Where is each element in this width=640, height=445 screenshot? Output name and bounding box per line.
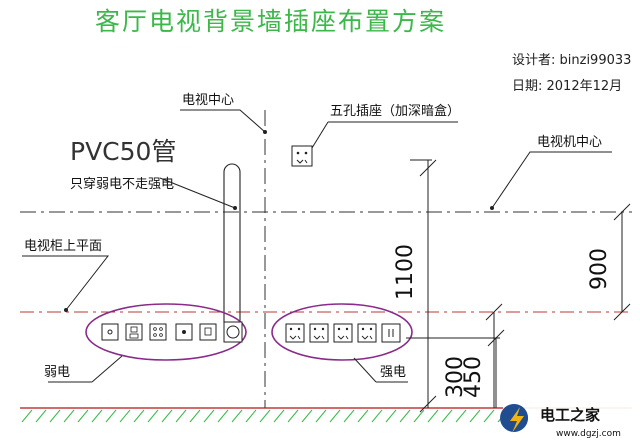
socket-hole-icon: [296, 151, 300, 155]
phone-port-icon: [204, 327, 212, 336]
dim-300-label: 300: [443, 356, 468, 398]
diagram-title: 客厅电视背景墙插座布置方案: [95, 7, 446, 36]
coax-port-icon: [107, 329, 113, 335]
watermark-name: 电工之家: [540, 406, 600, 424]
strong-socket: [309, 323, 329, 343]
tv-center-leader-dot: [263, 130, 267, 134]
site-watermark: 电工之家 www.dgzj.com: [500, 396, 638, 442]
network-port-icon: [130, 326, 138, 333]
designer-label: 设计者: binzi99033: [512, 53, 631, 68]
upper-five-hole-socket: [291, 145, 313, 167]
dim-900-label: 900: [587, 248, 612, 290]
tv-set-center-leader: [491, 151, 612, 209]
socket-leader: [311, 121, 329, 149]
date-label: 日期: 2012年12月: [512, 79, 622, 94]
dimension-1100: 1100: [393, 159, 437, 413]
dimension-450: 450: [406, 329, 505, 408]
dimension-300: 300: [443, 303, 503, 408]
strong-socket: [333, 323, 353, 343]
weak-socket-audio: [149, 323, 167, 341]
strong-current-leader: [353, 357, 377, 383]
pvc-leader: [159, 177, 236, 209]
weak-current-leader: [91, 355, 123, 383]
pvc-pipe: [223, 163, 241, 323]
network-port-icon: [129, 333, 139, 339]
pvc-note-label: 只穿弱电不走强电: [70, 176, 174, 192]
strong-current-group: [271, 303, 413, 361]
audio-port-icon: [159, 327, 163, 331]
weak-current-label: 弱电: [44, 365, 70, 380]
socket-hole-icon: [304, 151, 308, 155]
pipe-outlet-icon: [226, 325, 240, 339]
weak-current-sockets: [101, 321, 243, 343]
tv-center-label: 电视中心: [182, 93, 234, 108]
strong-socket: [381, 323, 401, 343]
dim-1100-label: 1100: [393, 244, 418, 300]
tv-set-center-label: 电视机中心: [537, 135, 602, 150]
dimension-900: 900: [587, 203, 631, 321]
audio-port-icon: [159, 333, 163, 337]
audio-port-icon: [153, 327, 157, 331]
pvc-pipe-outlet: [223, 321, 243, 343]
cabinet-top-dot: [64, 308, 68, 312]
lightning-bolt-icon: [510, 407, 524, 433]
dim-450-label: 450: [461, 356, 486, 398]
tv-center-leader: [180, 109, 266, 133]
strong-current-label: 强电: [380, 365, 406, 380]
strong-current-sockets: [285, 323, 401, 343]
av-port-icon: [182, 330, 186, 334]
weak-socket-phone: [199, 323, 217, 341]
cabinet-top-leader: [22, 255, 110, 311]
strong-socket: [357, 323, 377, 343]
weak-current-group: [85, 303, 247, 361]
pvc-pipe-label: PVC50管: [70, 137, 176, 166]
watermark-url: www.dgzj.com: [556, 429, 621, 439]
cabinet-top-label: 电视柜上平面: [24, 239, 102, 254]
floor-hatch: [21, 409, 509, 423]
five-hole-socket-label: 五孔插座（加深暗盒）: [330, 103, 460, 119]
weak-socket-tv: [101, 323, 119, 341]
pvc-leader-dot: [233, 206, 237, 210]
tv-set-center-dot: [490, 206, 494, 210]
audio-port-icon: [153, 333, 157, 337]
socket-pins-icon: [296, 159, 308, 164]
strong-socket: [285, 323, 305, 343]
